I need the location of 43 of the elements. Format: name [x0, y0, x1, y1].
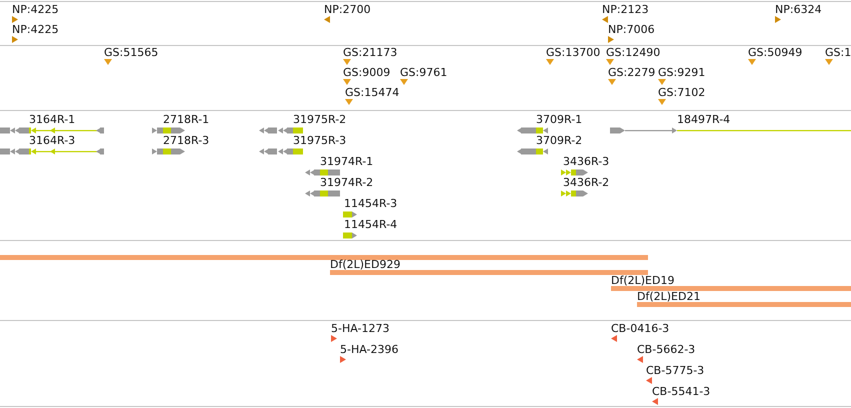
- feature-label: GS:9291: [658, 66, 706, 79]
- feature-label: 3709R-2: [536, 134, 582, 147]
- feature-label: 18497R-4: [677, 113, 730, 126]
- feature-label: NP:6324: [775, 3, 822, 16]
- feature-label: NP:4225: [12, 23, 59, 36]
- feature-label: 31975R-2: [293, 113, 346, 126]
- feature-label: GS:12490: [606, 46, 660, 59]
- feature-label: CB-5775-3: [646, 364, 704, 377]
- feature-label: NP:7006: [608, 23, 655, 36]
- feature-label: 5-HA-2396: [340, 343, 398, 356]
- feature-label: GS:15474: [345, 86, 400, 99]
- feature-label: NP:2700: [324, 3, 371, 16]
- feature-label: GS:21173: [343, 46, 398, 59]
- feature-label: GS:1: [825, 46, 851, 59]
- feature-label: 11454R-3: [344, 197, 398, 210]
- feature-label: GS:7102: [658, 86, 706, 99]
- feature-label: CB-5541-3: [652, 385, 710, 398]
- feature-label: CB-0416-3: [611, 322, 670, 335]
- feature-label: NP:4225: [12, 3, 59, 16]
- feature-label: 11454R-4: [344, 218, 398, 231]
- feature-label: 3164R-1: [29, 113, 76, 126]
- feature-label: Df(2L)ED21: [637, 290, 700, 303]
- feature-label: 3709R-1: [536, 113, 582, 126]
- feature-label: 3436R-2: [563, 176, 610, 189]
- feature-label: 2718R-3: [163, 134, 210, 147]
- feature-label: GS:9761: [400, 66, 448, 79]
- feature-label: Df(2L)ED929: [330, 258, 400, 271]
- feature-label: NP:2123: [602, 3, 649, 16]
- feature-label: CB-5662-3: [637, 343, 696, 356]
- feature-label: GS:9009: [343, 66, 390, 79]
- feature-label: Df(2L)ED19: [611, 274, 674, 287]
- feature-label: 31974R-1: [320, 155, 374, 168]
- feature-label: 5-HA-1273: [331, 322, 390, 335]
- feature-label: 3436R-3: [563, 155, 610, 168]
- feature-label: GS:2279: [608, 66, 656, 79]
- deficiency-bar: [0, 255, 648, 260]
- feature-label: 3164R-3: [29, 134, 76, 147]
- feature-label: GS:13700: [546, 46, 600, 59]
- feature-label: GS:50949: [748, 46, 802, 59]
- feature-label: 31974R-2: [320, 176, 374, 189]
- feature-label: 2718R-1: [163, 113, 210, 126]
- feature-label: GS:51565: [104, 46, 158, 59]
- feature-label: 31975R-3: [293, 134, 346, 147]
